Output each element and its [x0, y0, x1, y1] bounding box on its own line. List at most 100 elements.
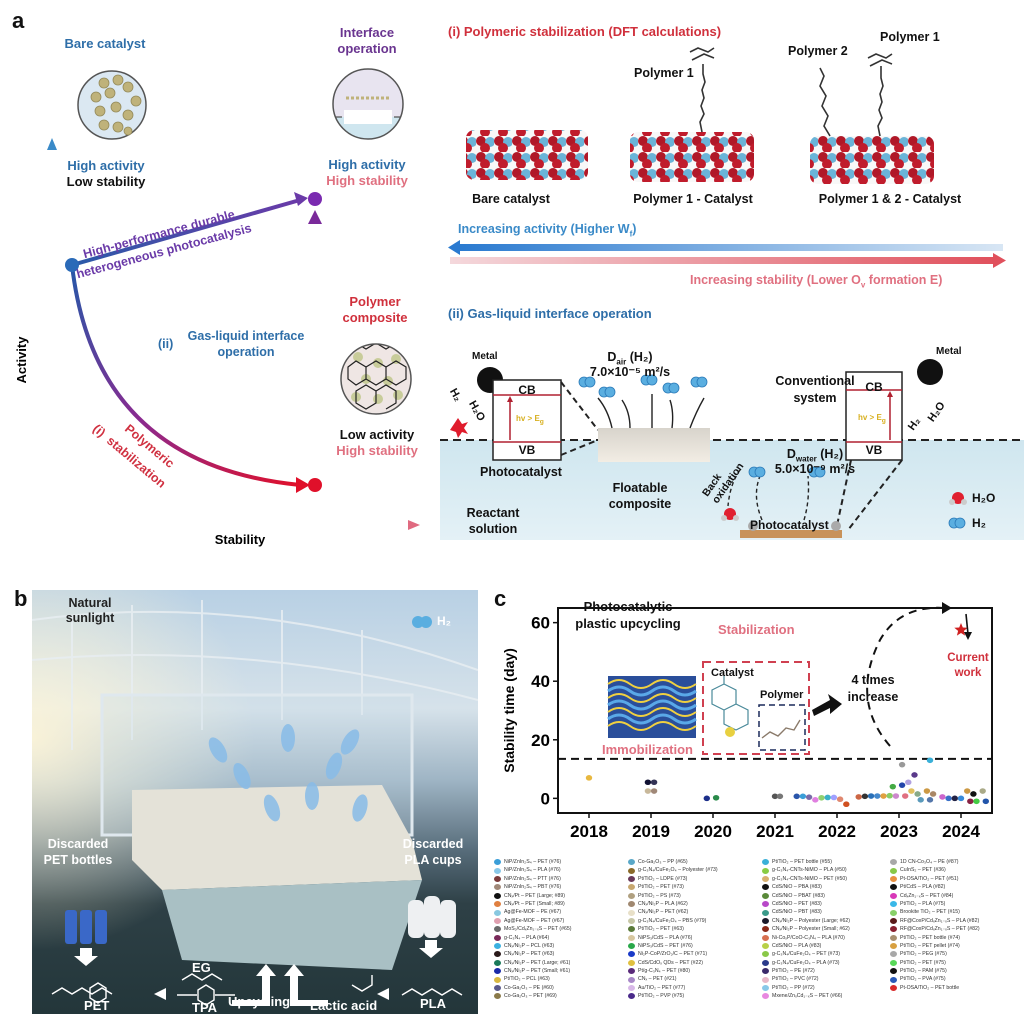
legend-swatch	[762, 901, 769, 908]
legend-item: CuInS₂ – PET (#36)	[890, 866, 980, 874]
immobilization-inset-icon	[607, 676, 697, 738]
data-point	[926, 757, 934, 764]
legend-swatch	[628, 875, 635, 882]
legend-label: Ni-CoₓP/CoO-C₃N₄ – PLA (#70)	[772, 934, 845, 941]
legend-label: NiP/ZnIn₂S₄ – PET (#76)	[504, 859, 562, 865]
legend-item: CNₓ/Ni₂P – PET (#63)	[494, 950, 571, 958]
legend-swatch	[890, 884, 897, 891]
legend-item: CdS/NiO – PBA (#83)	[762, 883, 850, 891]
legend-item: Pt/g-C₃N₄ – PET (#80)	[628, 967, 718, 975]
legend-label: CNₓ/Ni₂P – PLA (#62)	[638, 900, 688, 907]
legend-label: Pt/TiO₂ – PS (#73)	[638, 892, 681, 899]
legend-column: NiP/ZnIn₂S₄ – PET (#76)NiP/ZnIn₂S₄ – PLA…	[494, 858, 571, 1001]
activity-trend-arrowhead	[448, 240, 460, 255]
data-point	[970, 791, 977, 797]
route-ii-label: Gas-liquid interface operation	[178, 328, 314, 360]
d-water-sub: water	[795, 454, 817, 464]
pet-label: PET	[84, 998, 110, 1013]
legend-label: CNₓ – PET (#21)	[638, 976, 677, 983]
legend-item: Pt/TiO₂ – PAM (#75)	[890, 967, 980, 975]
polymer1-catalyst-slab	[630, 132, 754, 182]
metal-right-label: Metal	[936, 346, 962, 357]
route-ii-line1: Gas-liquid interface	[187, 329, 305, 343]
x-tick-label: 2024	[942, 822, 980, 841]
legend-label: Co-Ga₂O₃ – PP (#65)	[638, 859, 688, 865]
stability-trend-arrow	[450, 257, 995, 264]
trend-arrows	[448, 240, 1006, 268]
x-tick-label: 2021	[756, 822, 794, 841]
polymer-composite-illustration	[340, 343, 412, 415]
legend-swatch	[494, 959, 501, 966]
cb-left-label: CB	[518, 383, 536, 397]
data-point	[776, 793, 784, 800]
legend-item: Pt/TiO₂ – PET bottle (#55)	[762, 858, 850, 866]
pla-src-line2: PLA cups	[404, 853, 462, 867]
legend-label: Pt/TiO₂ – PVP (#75)	[638, 993, 685, 1000]
interface-diagram	[440, 359, 1024, 540]
reactant-solution-label: Reactant solution	[458, 505, 528, 537]
legend-label: g-C₃N₄/CuFe₂O₄ – PBS (#79)	[638, 917, 707, 924]
legend-item: CdS/NiO – PET (#83)	[762, 900, 850, 908]
legend-label: CNₓ/Ni₂P – PCL (#63)	[504, 942, 555, 949]
legend-swatch	[762, 976, 769, 983]
legend-label: CdS/CdOₓ QDs – PET (#22)	[638, 959, 704, 966]
activity-trend-sub: f	[629, 229, 633, 239]
x-tick-label: 2022	[818, 822, 856, 841]
legend-swatch	[762, 892, 769, 899]
legend-swatch	[762, 951, 769, 958]
legend-item: Ag@Fe-MOF – PE (#67)	[494, 908, 571, 916]
d-air-sub: air	[616, 357, 627, 367]
legend-label: Pt-OSA/TiO₂ – PET (#51)	[900, 875, 959, 882]
legend-label: g-C₃N₄/CuFe₂O₄ – PET (#73)	[772, 951, 840, 958]
d-water-value: 5.0×10⁻⁹ m²/s	[774, 462, 856, 476]
legend-item: Pt/TiO₂ – PS (#73)	[628, 892, 718, 900]
route-ii-line2: operation	[217, 345, 275, 359]
hv-right-sub: g	[881, 417, 886, 425]
data-point	[898, 782, 906, 788]
legend-label: Pt/TiO₂ – PET bottle (#74)	[900, 934, 960, 941]
reactant-line1: Reactant	[466, 506, 520, 520]
legend-label: CdS/NiO – PBT (#83)	[772, 909, 822, 916]
legend-label: 1D CN-Co₃O₄ – PE (#87)	[900, 859, 959, 865]
interface-point	[308, 192, 322, 206]
data-point	[964, 788, 971, 794]
tpa-label: TPA	[192, 1000, 218, 1014]
conventional-line1: Conventional	[775, 374, 855, 388]
data-point	[914, 791, 921, 797]
legend-swatch	[890, 968, 897, 975]
legend-label: CNₓ/Ni₂P – PET (Large; #61)	[504, 959, 571, 966]
legend-label: g-C₃N₄-CNTs-NiMO – PET (#50)	[772, 875, 848, 882]
hv-left-text: hv > E	[516, 414, 540, 423]
legend-label: Pt/CdS – PLA (#82)	[900, 884, 946, 891]
legend-swatch	[628, 985, 635, 992]
floatable-line2: composite	[608, 497, 672, 511]
legend-swatch	[762, 993, 769, 1000]
legend-item: Co-Ga₂O₃ – PET (#69)	[494, 992, 571, 1000]
legend-label: Pt/TiO₂ – PAM (#75)	[900, 968, 947, 975]
legend-label: CNₓ/Ni₂P – PET (#62)	[638, 909, 689, 916]
data-point	[898, 761, 906, 768]
legend-label: Co-Ga₂O₃ – PE (#60)	[504, 984, 554, 991]
inset-title: Photocatalytic plastic upcycling	[568, 598, 688, 632]
legend-swatch	[494, 901, 501, 908]
legend-item: CNₓ/Pt – PET (Large; #89)	[494, 892, 571, 900]
discarded-pla-label: Discarded PLA cups	[390, 836, 476, 868]
legend-item: Pt/CdS – PLA (#82)	[890, 883, 980, 891]
legend-swatch	[890, 943, 897, 950]
d-air-value: 7.0×10⁻⁵ m²/s	[589, 365, 671, 379]
legend-swatch	[890, 867, 897, 874]
route-i-arrowhead	[296, 477, 310, 493]
legend-item: Ni-CoₓP/CoO-C₃N₄ – PLA (#70)	[762, 934, 850, 942]
legend-swatch	[494, 859, 501, 866]
interface-title-line1: Interface	[339, 25, 395, 40]
legend-label: CdₓZn₁₋ₓS – PET (#84)	[900, 892, 954, 899]
legend-item: RF@CoxP/CdₓZn₁₋ₓS – PET (#82)	[890, 925, 980, 933]
legend-swatch	[494, 875, 501, 882]
legend-swatch	[762, 934, 769, 941]
x-tick-label: 2023	[880, 822, 918, 841]
legend-swatch	[494, 884, 501, 891]
legend-item: CNₓ/Ni₂P – PET (Large; #61)	[494, 959, 571, 967]
data-point	[855, 794, 862, 800]
interface-title-line2: operation	[337, 41, 397, 56]
